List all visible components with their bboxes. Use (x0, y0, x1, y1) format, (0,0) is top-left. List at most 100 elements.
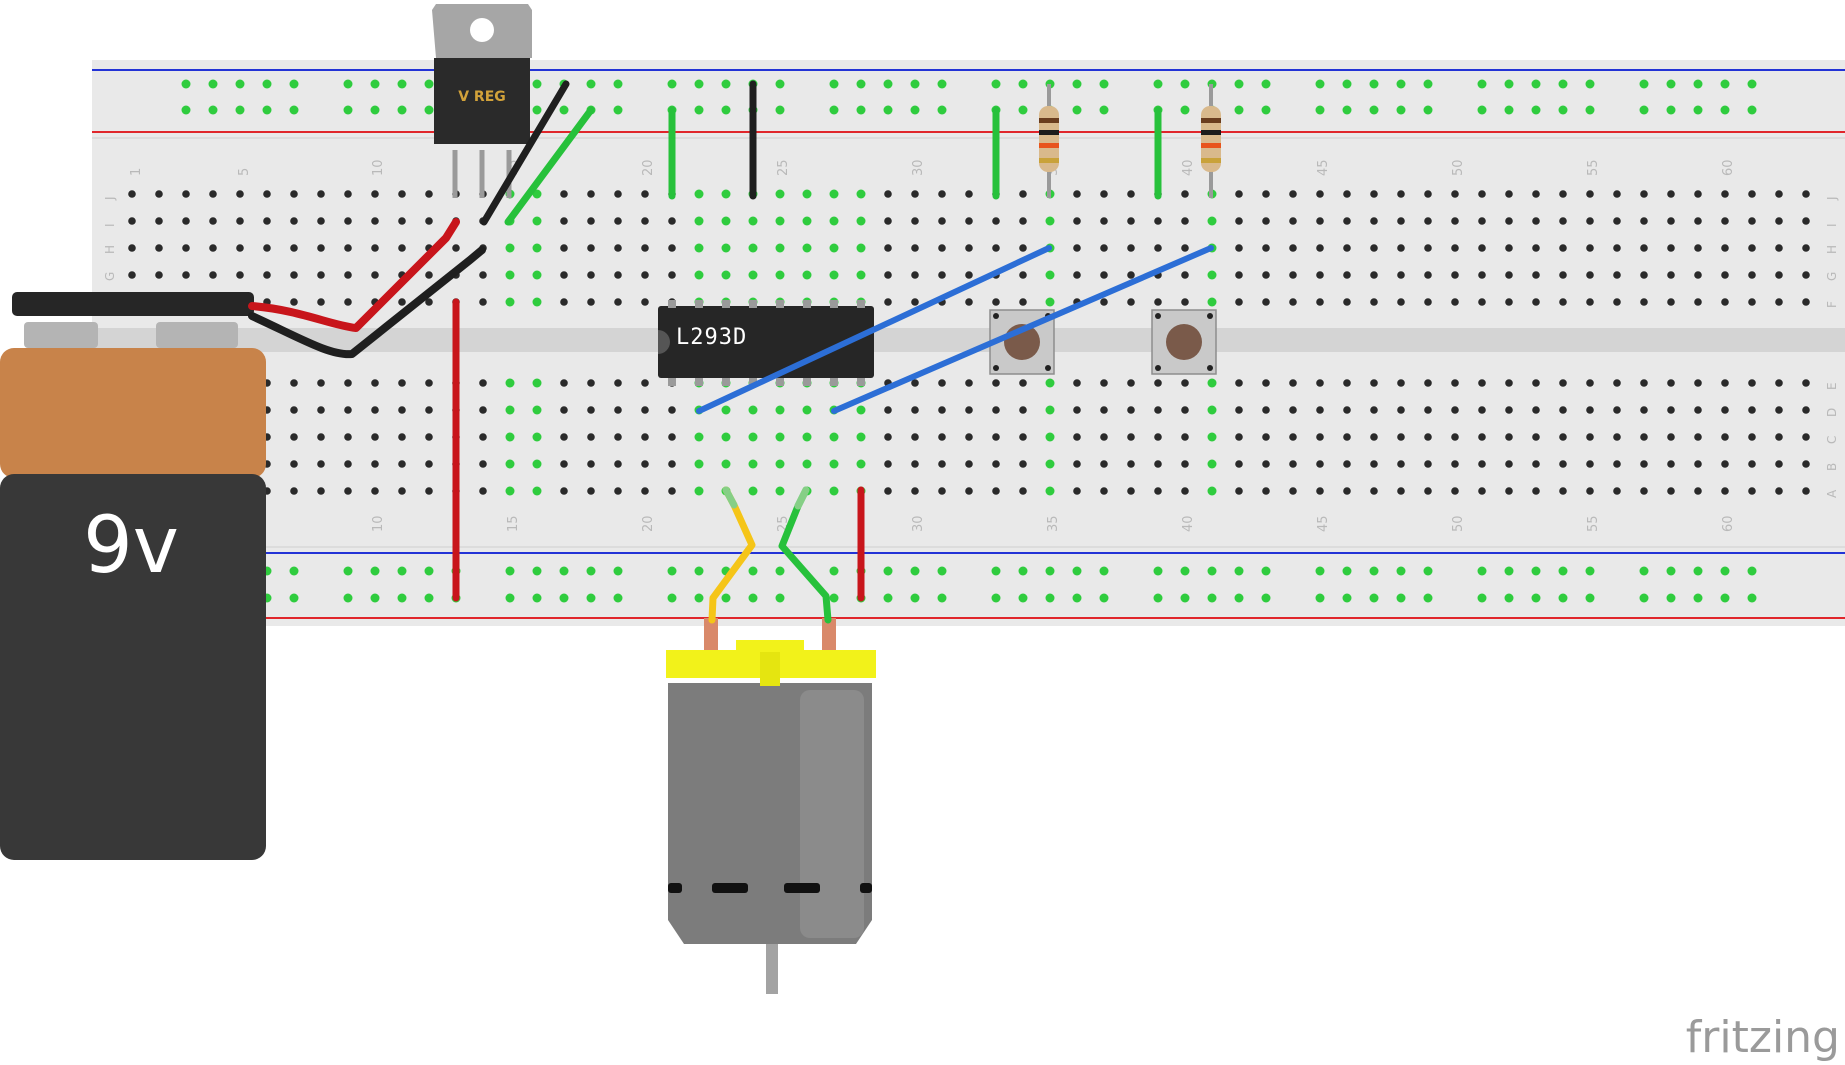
rail-hole (883, 105, 893, 115)
rail-hole (829, 105, 839, 115)
breadboard-hole (317, 190, 325, 198)
wire-blue-1[interactable] (696, 245, 1052, 414)
motor-slot (668, 883, 682, 893)
l293d-chip[interactable]: L293D (658, 300, 874, 386)
wire-green-vreg[interactable] (504, 106, 595, 226)
breadboard-hole (505, 378, 515, 388)
breadboard-hole (938, 406, 946, 414)
rail-hole (1072, 79, 1082, 89)
breadboard-hole (1235, 271, 1243, 279)
breadboard-hole (1235, 244, 1243, 252)
breadboard-hole (1640, 217, 1648, 225)
col-num-bottom-15: 15 (506, 515, 521, 532)
rail-hole (613, 105, 623, 115)
breadboard-hole (641, 379, 649, 387)
breadboard-hole (938, 379, 946, 387)
breadboard-hole (1802, 217, 1810, 225)
breadboard-hole (1667, 460, 1675, 468)
dc-motor[interactable] (666, 618, 876, 994)
rail-hole (1180, 566, 1190, 576)
wire-battery-red[interactable] (248, 218, 460, 332)
wire-battery-black[interactable] (248, 246, 486, 359)
chip-pin (722, 300, 730, 308)
breadboard-hole (1100, 433, 1108, 441)
wire-black-vreg[interactable] (480, 80, 570, 226)
breadboard-hole (505, 270, 515, 280)
breadboard-hole (560, 487, 568, 495)
rail-hole (208, 79, 218, 89)
breadboard-hole (721, 405, 731, 415)
breadboard-hole (965, 487, 973, 495)
rail-hole (343, 593, 353, 603)
button-2-corner (1155, 365, 1161, 371)
breadboard-hole (236, 244, 244, 252)
rail-hole (1666, 105, 1676, 115)
breadboard-hole (1316, 298, 1324, 306)
breadboard-hole (1640, 487, 1648, 495)
breadboard-hole (1613, 217, 1621, 225)
breadboard-hole (1775, 379, 1783, 387)
breadboard-hole (317, 217, 325, 225)
row-letter-j-right: J (1825, 196, 1839, 201)
breadboard-hole (1207, 486, 1217, 496)
rail-hole (694, 105, 704, 115)
battery-9v[interactable]: 9v (0, 292, 266, 860)
breadboard-hole (641, 433, 649, 441)
rail-hole (289, 105, 299, 115)
rail-hole (1180, 593, 1190, 603)
resistor-2-band (1201, 158, 1221, 163)
breadboard-hole (641, 406, 649, 414)
resistor-1[interactable] (1039, 84, 1059, 198)
breadboard-hole (1802, 190, 1810, 198)
rail-hole (775, 105, 785, 115)
breadboard-hole (1045, 378, 1055, 388)
breadboard-hole (911, 406, 919, 414)
breadboard-hole (1019, 460, 1027, 468)
rail-hole (1072, 593, 1082, 603)
rail-hole (1693, 566, 1703, 576)
rail-hole (883, 593, 893, 603)
breadboard-hole (560, 379, 568, 387)
rail-hole (397, 566, 407, 576)
breadboard-hole (1073, 460, 1081, 468)
breadboard-hole (560, 190, 568, 198)
wire-blue-2[interactable] (831, 245, 1214, 414)
breadboard-hole (1532, 217, 1540, 225)
breadboard-hole (317, 271, 325, 279)
breadboard-hole (587, 487, 595, 495)
breadboard-hole (1613, 406, 1621, 414)
breadboard-hole (938, 217, 946, 225)
breadboard-hole (1559, 379, 1567, 387)
breadboard-hole (1207, 297, 1217, 307)
breadboard-hole (209, 271, 217, 279)
breadboard-hole (1100, 379, 1108, 387)
rail-hole (1369, 593, 1379, 603)
breadboard-hole (1802, 379, 1810, 387)
button-2-corner (1155, 313, 1161, 319)
push-button-2[interactable] (1151, 309, 1217, 375)
chip-pin (830, 378, 838, 386)
breadboard-hole (721, 243, 731, 253)
rail-hole (1639, 105, 1649, 115)
breadboard-hole (560, 271, 568, 279)
battery-terminal-left (24, 322, 98, 348)
resistor-2[interactable] (1201, 84, 1221, 198)
rail-hole (1639, 593, 1649, 603)
breadboard-hole (829, 216, 839, 226)
rail-hole (1045, 566, 1055, 576)
breadboard-hole (263, 217, 271, 225)
rail-hole (1315, 105, 1325, 115)
rail-hole (1747, 79, 1757, 89)
breadboard-hole (748, 432, 758, 442)
breadboard-hole (209, 190, 217, 198)
voltage-regulator[interactable]: V REG (432, 4, 532, 198)
breadboard-hole (1748, 379, 1756, 387)
motor-slot (860, 883, 872, 893)
motor-body-highlight (800, 690, 864, 938)
breadboard-hole (1370, 244, 1378, 252)
rail-hole (289, 593, 299, 603)
breadboard-hole (829, 486, 839, 496)
breadboard-hole (1667, 298, 1675, 306)
chip-pin (668, 300, 676, 308)
breadboard-hole (911, 433, 919, 441)
